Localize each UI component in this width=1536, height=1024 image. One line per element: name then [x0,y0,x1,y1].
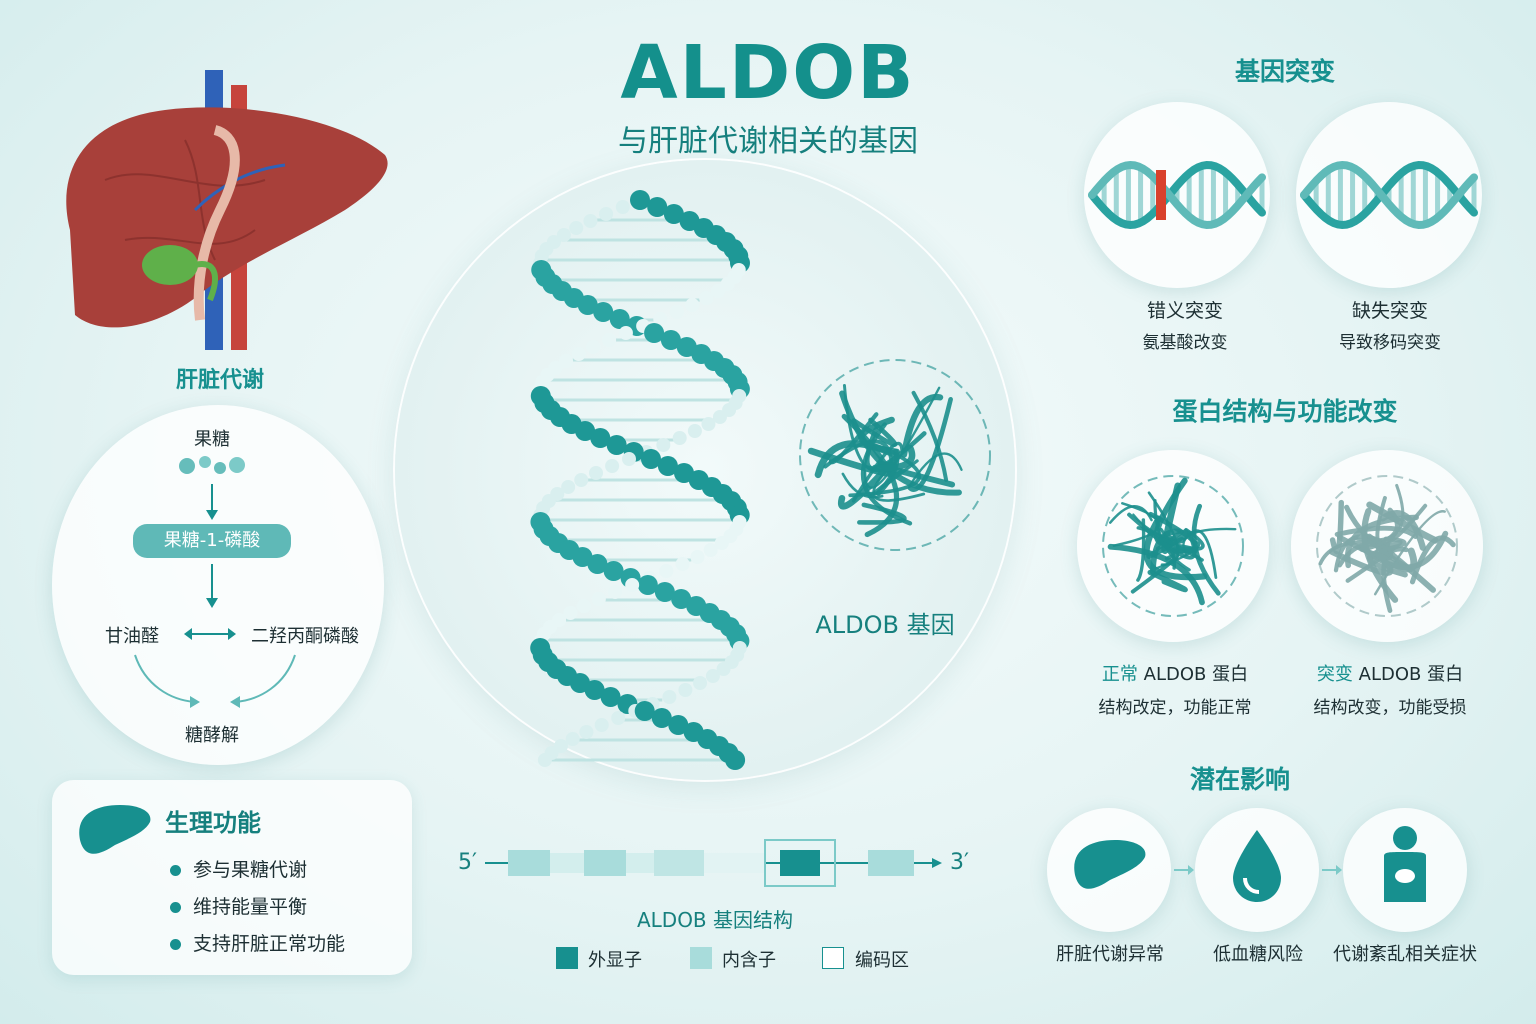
protein-structure-icon [799,359,991,551]
deletion-dna-icon [1300,160,1478,230]
legend-intron-swatch [690,947,712,969]
mutant-protein-icon [1316,475,1458,617]
pathway-glycolysis: 糖酵解 [185,725,239,746]
impact-label: 肝脏代谢异常 [1056,944,1164,965]
gene-structure-diagram [485,839,942,887]
arrow-right-icon [1322,865,1342,875]
gene-label: ALDOB 基因 [815,611,955,639]
deletion-label: 缺失突变 [1351,300,1428,322]
impact-title: 潜在影响 [1189,765,1290,794]
missense-sub: 氨基酸改变 [1142,333,1228,353]
five-prime-label: 5′ [458,850,477,875]
missense-label: 错义突变 [1146,300,1223,322]
legend-coding-swatch [822,947,844,969]
function-item: 参与果糖代谢 [170,855,307,882]
impact-label: 低血糖风险 [1213,944,1303,965]
double-arrow-icon [184,628,236,640]
legend-intron-label: 内含子 [722,950,776,971]
arrow-down-icon [206,484,218,520]
normal-protein-sub: 结构改定，功能正常 [1098,698,1252,718]
three-prime-label: 3′ [950,850,969,875]
person-icon [1384,826,1426,902]
liver-icon [79,805,151,854]
pathway-f1p: 果糖-1-磷酸 [133,524,291,558]
missense-dna-icon [1088,160,1266,230]
dna-helix-icon [530,190,750,770]
mutant-protein-sub: 结构改变，功能受损 [1313,698,1467,718]
liver-icon [1074,840,1146,889]
dna-panel [395,160,1015,780]
liver-illustration [66,70,388,350]
fructose-molecule-icon [179,456,245,474]
mutant-protein-label: 突变 ALDOB 蛋白 [1316,664,1464,685]
converge-arrows-icon [134,654,296,708]
protein-title: 蛋白结构与功能改变 [1172,397,1398,426]
arrow-right-icon [1174,865,1194,875]
function-item: 维持能量平衡 [170,892,307,919]
function-card-title: 生理功能 [165,809,261,837]
liver-label: 肝脏代谢 [175,368,264,393]
normal-protein-label: 正常 ALDOB 蛋白 [1101,664,1249,685]
blood-drop-icon [1233,830,1281,902]
normal-protein-icon [1102,475,1244,617]
function-item: 支持肝脏正常功能 [170,929,345,956]
legend-exon-swatch [556,947,578,969]
legend-coding-label: 编码区 [855,950,909,971]
pathway-dhap: 二羟丙酮磷酸 [251,626,359,647]
pathway-fructose: 果糖 [194,429,230,450]
legend-exon-label: 外显子 [588,950,642,971]
deletion-sub: 导致移码突变 [1339,333,1441,353]
mutation-title: 基因突变 [1234,57,1335,86]
page-title: ALDOB [620,30,916,116]
pathway-glyceraldehyde: 甘油醛 [105,626,159,647]
gene-structure-title: ALDOB 基因结构 [636,908,794,932]
impact-label: 代谢紊乱相关症状 [1333,944,1477,965]
arrow-down-icon [206,564,218,608]
page-subtitle: 与肝脏代谢相关的基因 [618,124,918,159]
